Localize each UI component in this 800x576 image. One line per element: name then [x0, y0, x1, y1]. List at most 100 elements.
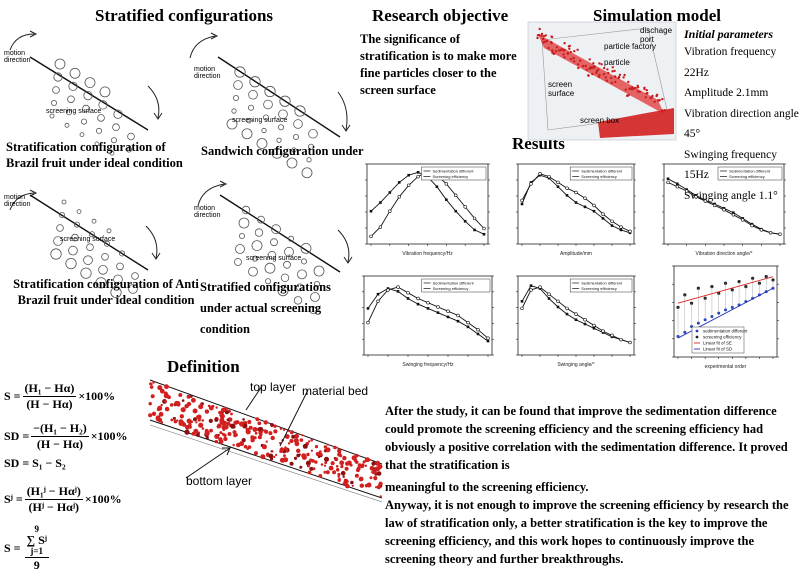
bed-particle: [335, 468, 340, 472]
bed-particle: [198, 404, 204, 410]
bed-particle: [325, 470, 330, 475]
sim-particle: [653, 100, 656, 104]
data-point: [574, 312, 578, 316]
data-point: [750, 223, 754, 228]
caption-brazil-fruit: Stratification configuration of Brazil f…: [6, 140, 183, 170]
particle-circle: [68, 245, 78, 256]
particle-circle: [308, 128, 318, 139]
formulas: S = (H₁ − Hα) (H − Hα) ×100% SD = −(H₁ −…: [4, 376, 154, 576]
legend-box: [691, 326, 745, 354]
bed-particle: [279, 457, 286, 463]
data-point: [592, 326, 596, 330]
data-point: [426, 301, 430, 305]
legend-label: Sedimentation different: [581, 169, 623, 174]
params-list: Vibration frequency 22Hz Amplitude 2.1mm…: [684, 42, 800, 206]
sim-particle: [555, 46, 559, 49]
bed-particle: [307, 440, 311, 443]
particle-circle: [97, 114, 105, 122]
bed-particle: [230, 423, 236, 429]
label-material-bed: material bed: [302, 384, 369, 398]
bed-particle: [219, 413, 223, 417]
particle-circle: [234, 258, 242, 266]
sj-den: (Hʲ − Hαʲ): [28, 499, 80, 514]
particle-circle: [98, 264, 108, 275]
bed-particle: [207, 404, 211, 408]
heading-stratified: Stratified configurations: [95, 6, 274, 25]
strat-diagrams: [9, 30, 353, 314]
sim-particle: [657, 99, 660, 102]
data-point: [556, 180, 560, 185]
bed-particle: [270, 450, 273, 453]
sim-particle: [651, 94, 654, 98]
panel-anti-brazil-fruit: [9, 189, 161, 298]
particle-circle: [235, 244, 245, 254]
bed-particle: [186, 401, 192, 407]
bed-particle: [283, 428, 286, 431]
particle-circle: [69, 67, 81, 79]
particle-circle: [287, 235, 294, 242]
panel-sandwich: [189, 32, 351, 179]
bed-particle: [324, 456, 329, 462]
particle-circle: [81, 118, 88, 125]
particle-circle: [101, 252, 109, 261]
sim-particle: [610, 81, 613, 85]
fit-line-se: [677, 276, 774, 304]
particle-circle: [94, 141, 100, 147]
bed-particle: [148, 402, 152, 406]
particle-circle: [284, 246, 294, 257]
particle-circle: [110, 286, 122, 298]
bed-particle: [289, 438, 294, 444]
series-line-1: [367, 288, 489, 342]
data-point: [666, 180, 670, 185]
data-point: [376, 292, 380, 296]
particle-circle: [261, 127, 267, 134]
bed-particle: [299, 465, 303, 469]
particle-circle: [310, 292, 320, 302]
bed-particle: [270, 423, 274, 427]
particle-circle: [91, 218, 97, 224]
bed-particle: [252, 427, 258, 432]
particle-circle: [251, 240, 263, 252]
particle-circle: [306, 157, 312, 163]
screen-line: [217, 56, 341, 138]
particle-circle: [246, 118, 252, 124]
bed-particle: [309, 466, 314, 471]
sim-particle: [588, 58, 591, 61]
sim-particle: [577, 66, 580, 70]
legend-label: Sedimentation different: [432, 169, 474, 174]
sim-particle: [569, 50, 572, 54]
bed-particle: [306, 452, 310, 457]
bed-particle: [314, 460, 318, 464]
bed-particle: [239, 441, 245, 447]
particle-circle: [264, 85, 276, 98]
data-point: [722, 208, 726, 212]
bed-particle: [305, 460, 311, 466]
bed-particle: [325, 447, 331, 453]
legend-box: [569, 278, 633, 293]
sim-particle: [600, 63, 603, 66]
curve-arrow-icon: [145, 225, 158, 259]
bed-particle: [342, 475, 345, 478]
sim-particle: [550, 40, 553, 44]
bed-particle: [330, 461, 335, 466]
particle-circle: [280, 273, 290, 282]
data-point: [397, 181, 401, 184]
data-point: [456, 313, 460, 318]
label-particle-factory: particle factory: [604, 42, 657, 51]
screen-line: [29, 56, 149, 131]
legend-label: Screening efficiency: [432, 174, 468, 179]
sim-particle: [552, 52, 555, 56]
bed-particle: [315, 451, 320, 457]
bed-particle: [290, 431, 293, 435]
bed-particle: [324, 449, 327, 453]
bed-particle: [196, 433, 200, 437]
bed-particle: [226, 421, 231, 426]
particle-circle: [95, 277, 107, 289]
legend-box: [421, 278, 491, 293]
sim-particle: [624, 88, 627, 91]
bed-particle: [247, 419, 252, 425]
sim-particle: [655, 94, 658, 98]
data-point: [529, 288, 533, 292]
bed-particle: [320, 463, 324, 466]
sim-particle: [541, 37, 545, 41]
